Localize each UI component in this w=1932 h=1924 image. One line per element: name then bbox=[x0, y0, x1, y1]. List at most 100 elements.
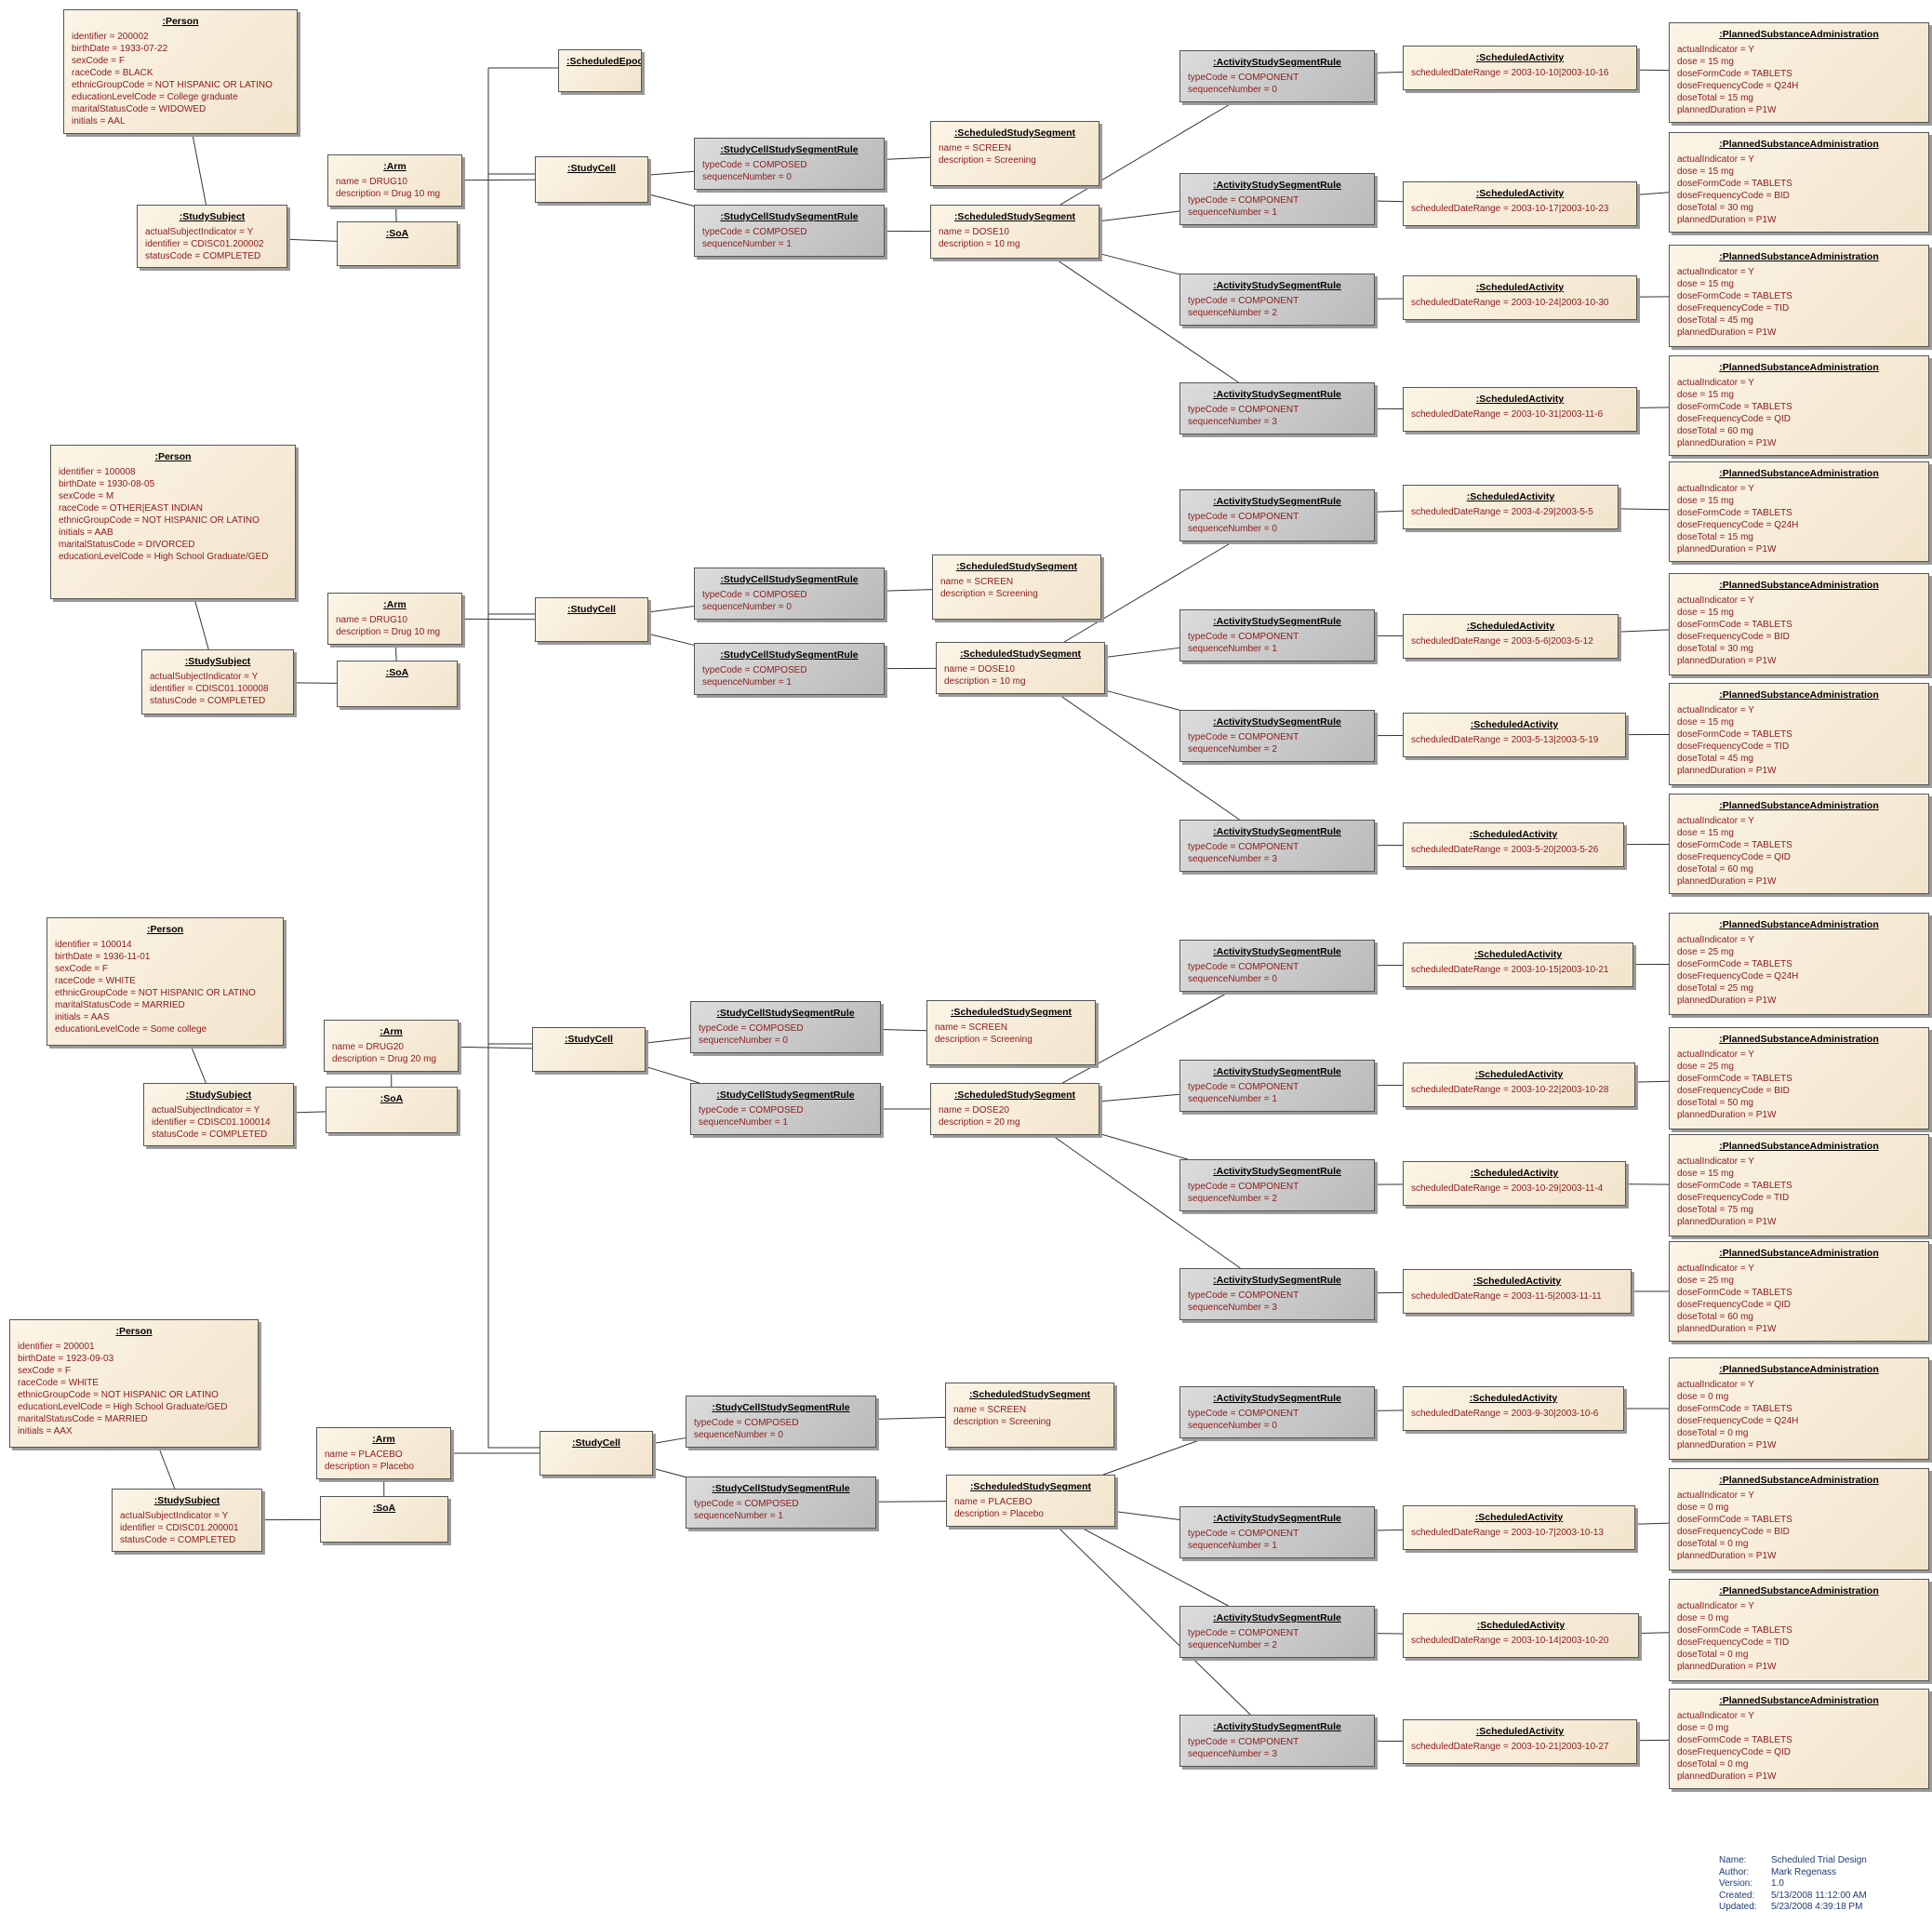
study-cell-node[interactable]: :StudyCell bbox=[535, 156, 648, 203]
node-title: :ScheduledActivity bbox=[1466, 621, 1555, 632]
planned-substance-administration-node[interactable]: :PlannedSubstanceAdministration actualInd… bbox=[1669, 683, 1929, 785]
so-a-node[interactable]: :SoA bbox=[326, 1087, 458, 1133]
association-line bbox=[1636, 192, 1670, 195]
attribute-row: sequenceNumber = 1 bbox=[702, 239, 792, 249]
association-line bbox=[1618, 508, 1670, 511]
diagram-properties: Name:Scheduled Trial Design Author:Mark … bbox=[1719, 1855, 1867, 1914]
so-a-node[interactable]: :SoA bbox=[337, 221, 458, 266]
attribute-row: doseFormCode = TABLETS bbox=[1677, 620, 1792, 630]
scheduled-epoch-node[interactable]: :ScheduledEpoch bbox=[558, 49, 642, 92]
attribute-row: actualIndicator = Y bbox=[1677, 705, 1754, 715]
attribute-row: name = SCREEN bbox=[935, 1022, 1008, 1033]
study-cell-node[interactable]: :StudyCell bbox=[532, 1027, 646, 1072]
node-title: :PlannedSubstanceAdministration bbox=[1719, 689, 1879, 701]
attribute-row: plannedDuration = P1W bbox=[1677, 327, 1777, 338]
node-title: :StudyCellStudySegmentRule bbox=[720, 574, 859, 585]
so-a-node[interactable]: :SoA bbox=[337, 661, 458, 707]
attribute-row: actualIndicator = Y bbox=[1677, 1490, 1754, 1501]
study-cell-node[interactable]: :StudyCell bbox=[540, 1431, 653, 1476]
study-cell-node[interactable]: :StudyCell bbox=[535, 597, 648, 642]
attribute-row: plannedDuration = P1W bbox=[1677, 876, 1777, 887]
so-a-node[interactable]: :SoA bbox=[320, 1496, 448, 1543]
